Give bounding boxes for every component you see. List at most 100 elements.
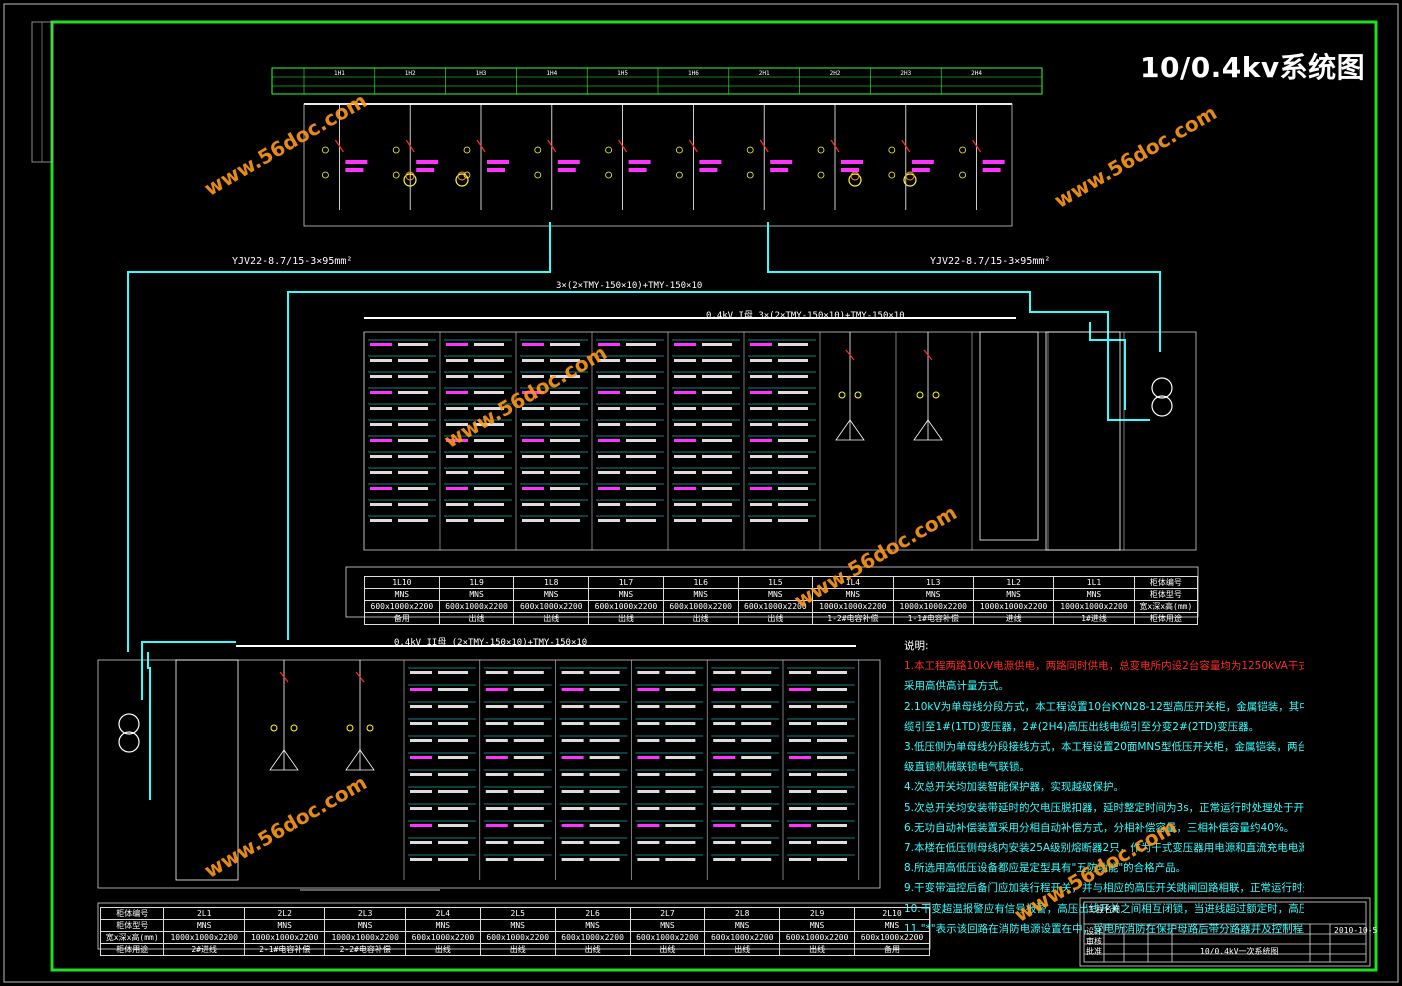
table-cell: 1000x1000x2200	[243, 931, 326, 944]
table-cell: MNS	[479, 919, 556, 932]
table-cell: 1000x1000x2200	[1053, 600, 1135, 613]
table-cell: MNS	[704, 919, 781, 932]
hv-cabinet-label: 1H4	[546, 70, 557, 77]
project-label: 工程名称	[1088, 905, 1120, 914]
drawing-title: 10/0.4kv系统图	[1140, 51, 1366, 84]
table-cell: MNS	[324, 919, 406, 932]
table-cell: MNS	[163, 919, 245, 932]
table-cell: 出线	[704, 943, 781, 956]
table-cell: 1L10	[364, 576, 440, 589]
table-cell: 柜体用途	[99, 943, 165, 956]
table-cell: MNS	[554, 919, 631, 932]
note-item: 级直锁机械联锁电气联锁。	[904, 761, 1030, 774]
design-notes: 说明: 1.本工程两路10kV电源供电，两路同时供电，总变电所内设2台容量均为1…	[904, 636, 1304, 939]
table-cell: MNS	[629, 919, 706, 932]
table-cell: MNS	[243, 919, 326, 932]
table-cell: 600x1000x2200	[704, 931, 781, 944]
note-item: 6.无功自动补偿装置采用分相自动补偿方式，分相补偿容量，三相补偿容量约40%。	[904, 821, 1295, 834]
table-cell: 2-2#电容补偿	[324, 943, 406, 956]
table-cell: 600x1000x2200	[513, 600, 590, 613]
table-cell: 600x1000x2200	[629, 931, 706, 944]
table-cell: 1L2	[972, 576, 1055, 589]
note-item: 8.所选用高低压设备都应是定型具有"五防功能"的合格产品。	[904, 862, 1187, 875]
table-cell: 柜体编号	[1133, 576, 1199, 589]
table-cell: MNS	[513, 588, 590, 601]
table-cell: 柜体型号	[99, 919, 165, 932]
check-label: 审核	[1086, 937, 1102, 946]
table-cell: 2L4	[404, 907, 481, 920]
table-cell: 柜体用途	[1133, 612, 1199, 625]
note-item: 采用高供高计量方式。	[904, 680, 1009, 693]
hv-cabinet-label: 1H3	[476, 70, 487, 77]
cable-label-left: YJV22-8.7/15-3×95mm²	[232, 256, 353, 267]
table-cell: 1000x1000x2200	[163, 931, 245, 944]
note-item: 3.低压侧为单母线分段接线方式，本工程设置20面MNS型低压开关柜，金属铠装，两…	[904, 741, 1304, 754]
table-cell: 1-2#电容补偿	[812, 612, 894, 625]
table-cell: 1L8	[513, 576, 590, 589]
table-cell: 出线	[404, 943, 481, 956]
note-item: 缆引至1#(1TD)变压器，2#(2H4)高压出线电缆引至分变2#(2TD)变压…	[904, 720, 1260, 733]
bus-label-top: 3×(2×TMY-150×10)+TMY-150×10	[556, 281, 703, 291]
table-cell: 宽x深x高(mm)	[99, 931, 165, 944]
note-item: 10.干变超温报警应有信号报警，高压出线开关之间相互闭锁，当进线超过额定时，高压…	[904, 902, 1304, 915]
lv2-switchgear	[97, 645, 881, 891]
table-cell: 2L1	[163, 907, 245, 920]
table-cell: 2L3	[324, 907, 406, 920]
cable-label-right: YJV22-8.7/15-3×95mm²	[930, 256, 1051, 267]
table-cell: 1#进线	[1053, 612, 1135, 625]
note-item: 5.次总开关均安装带延时的欠电压脱扣器，延时整定时间为3s，正常运行时处理处于开…	[904, 801, 1304, 814]
table-cell: 宽x深x高(mm)	[1133, 600, 1199, 613]
table-cell: 2L7	[629, 907, 706, 920]
table-cell: MNS	[588, 588, 664, 601]
hv-cables	[127, 222, 1161, 800]
table-cell: 600x1000x2200	[554, 931, 631, 944]
table-cell: 2-1#电容补偿	[243, 943, 326, 956]
drawing-frame	[50, 20, 1378, 972]
bus-label-lv2: 0.4kV II母 (2×TMY-150×10)+TMY-150×10	[394, 638, 588, 648]
table-cell: MNS	[892, 588, 974, 601]
table-cell: 600x1000x2200	[779, 931, 856, 944]
table-cell: 出线	[438, 612, 515, 625]
table-cell: 600x1000x2200	[588, 600, 664, 613]
hv-cabinet-label: 2H3	[900, 70, 911, 77]
table-cell: 600x1000x2200	[479, 931, 556, 944]
hv-cabinet-label: 2H4	[971, 70, 982, 77]
table-cell: 1L6	[662, 576, 739, 589]
table-cell: MNS	[438, 588, 515, 601]
note-item: 4.次总开关均加装智能保护器，实现越级保护。	[904, 781, 1125, 794]
note-item: 1.本工程两路10kV电源供电，两路同时供电，总变电所内设2台容量均为1250k…	[904, 660, 1304, 673]
table-cell: 1L3	[892, 576, 974, 589]
table-cell: MNS	[779, 919, 856, 932]
bus-label-lv1: 0.4kV I母 3×(2×TMY-150×10)+TMY-150×10	[706, 311, 905, 321]
table-cell: 出线	[662, 612, 739, 625]
table-cell: 2L6	[554, 907, 631, 920]
table-cell: 出线	[554, 943, 631, 956]
note-item: 7.本楼在低压侧母线内安装25A级别熔断器2只，作为干式变压器用电源和直流充电电…	[904, 842, 1304, 855]
table-cell: 出线	[588, 612, 664, 625]
table-cell: 柜体编号	[99, 907, 165, 920]
table-cell: 2L9	[779, 907, 856, 920]
table-cell: 1L1	[1053, 576, 1135, 589]
table-cell: MNS	[972, 588, 1055, 601]
table-cell: MNS	[364, 588, 440, 601]
table-cell: 2L5	[479, 907, 556, 920]
hv-cabinet-label: 1H5	[617, 70, 628, 77]
drawing-name: 10/0.4kV一次系统图	[1200, 947, 1279, 956]
table-cell: 出线	[779, 943, 856, 956]
title-block	[1079, 897, 1371, 967]
table-cell: 出线	[737, 612, 814, 625]
table-cell: 柜体型号	[1133, 588, 1199, 601]
hv-cabinet-label: 1H1	[334, 70, 345, 77]
table-cell: 1-1#电容补偿	[892, 612, 974, 625]
table-cell: 600x1000x2200	[438, 600, 515, 613]
table-cell: 600x1000x2200	[662, 600, 739, 613]
table-cell: MNS	[404, 919, 481, 932]
table-cell: MNS	[1053, 588, 1135, 601]
